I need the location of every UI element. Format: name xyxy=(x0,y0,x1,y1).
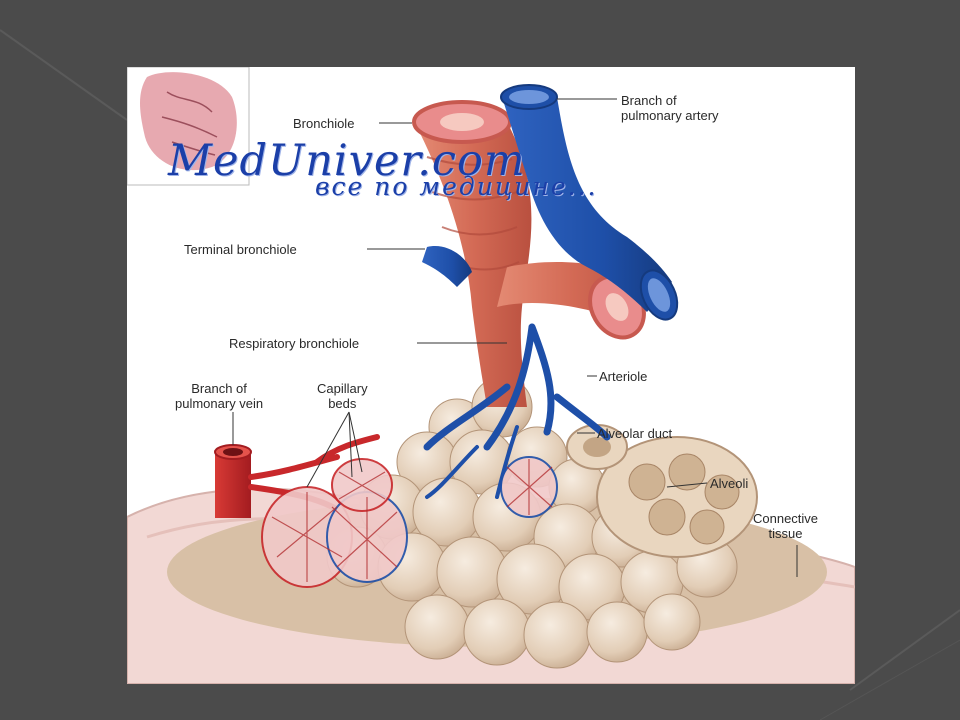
label-capillary-beds-line1: Capillary xyxy=(317,381,368,396)
label-branch-pulmonary-artery-line1: Branch of xyxy=(621,93,677,108)
label-connective-tissue-line1: Connective xyxy=(753,511,819,526)
alveoli-section xyxy=(566,424,758,558)
label-capillary-beds-line2: beds xyxy=(328,396,357,411)
watermark-tagline: все по медицине... xyxy=(315,172,598,201)
label-alveoli: Alveoli xyxy=(710,476,749,491)
label-branch-pulmonary-artery: Branch of pulmonary artery xyxy=(621,93,719,123)
label-arteriole: Arteriole xyxy=(599,369,648,384)
capillary-beds xyxy=(261,456,558,588)
label-branch-pulmonary-vein: Branch of pulmonary vein xyxy=(175,381,263,411)
leader-lines xyxy=(232,98,798,577)
label-alveolar-duct: Alveolar duct xyxy=(597,426,673,441)
label-branch-pulmonary-artery-line2: pulmonary artery xyxy=(621,108,719,123)
bronchiole-tube xyxy=(412,100,647,407)
label-terminal-bronchiole: Terminal bronchiole xyxy=(184,242,297,257)
label-capillary-beds: Capillary beds xyxy=(317,381,368,411)
label-connective-tissue: Connective tissue xyxy=(753,511,818,541)
alveoli-illustration xyxy=(127,67,855,684)
label-bronchiole: Bronchiole xyxy=(293,116,355,131)
label-respiratory-bronchiole: Respiratory bronchiole xyxy=(229,336,360,351)
label-connective-tissue-line2: tissue xyxy=(768,526,803,541)
watermark-site: MedUniver.com xyxy=(168,136,526,186)
lung-inset-thumbnail xyxy=(127,67,250,186)
label-branch-pulmonary-vein-line2: pulmonary vein xyxy=(175,396,264,411)
anatomy-figure: MedUniver.com все по медицине... Bronchi… xyxy=(127,67,855,684)
label-branch-pulmonary-vein-line1: Branch of xyxy=(191,381,247,396)
pulmonary-artery xyxy=(422,84,679,499)
